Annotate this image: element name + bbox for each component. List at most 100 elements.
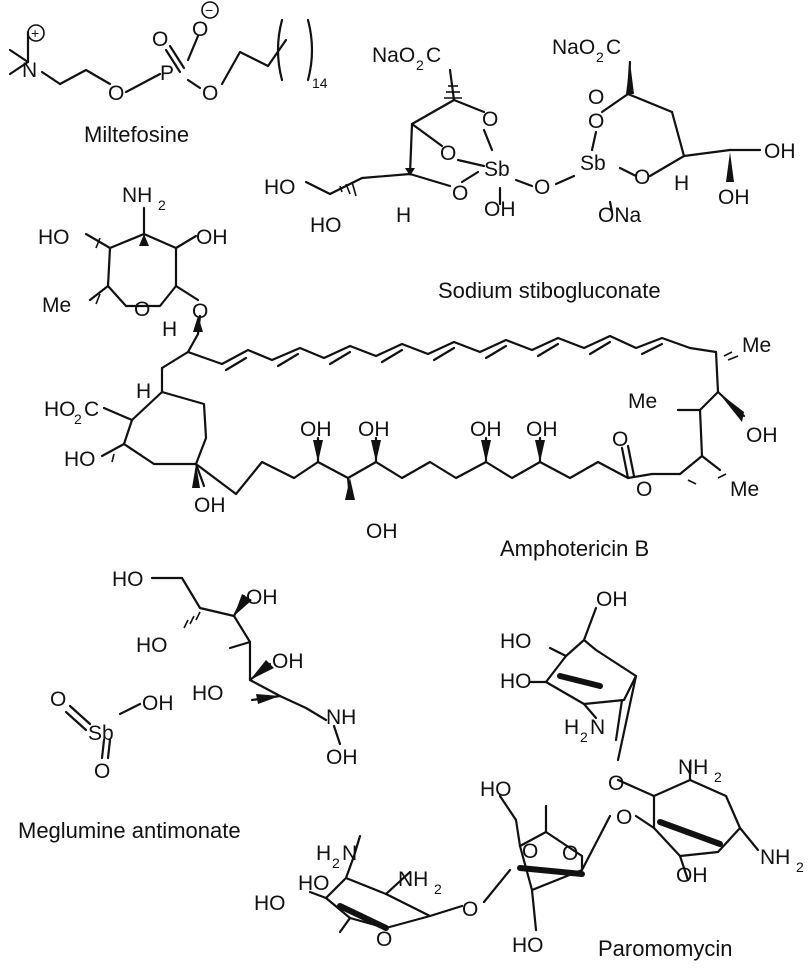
atom-O: O (440, 142, 456, 165)
compound-name-meglumine-antimonate: Meglumine antimonate (18, 818, 241, 843)
atom-HO: HO (500, 670, 532, 693)
stereo-wedge (726, 152, 734, 182)
atom-OH: OH (746, 424, 778, 447)
stereo-wedge (371, 440, 381, 462)
atom-Me: Me (730, 478, 759, 501)
miltefosine-structure: + − N O P O O O 14 Miltefosine (8, 1, 328, 147)
atom-HO: HO (480, 778, 512, 801)
stereo-wedge (250, 660, 274, 680)
atom-O: O (202, 82, 218, 105)
atom-Me: Me (628, 390, 657, 413)
atom-C: C (84, 398, 99, 421)
atom-HO: HO (310, 214, 342, 237)
atom-O: O (534, 176, 550, 199)
atom-H: H (564, 716, 579, 739)
compound-name-sodium-stibogluconate: Sodium stibogluconate (438, 278, 661, 303)
atom-NH: NH (326, 706, 356, 729)
atom-O: O (152, 28, 168, 51)
atom-C: C (606, 36, 621, 59)
atom-O: O (482, 108, 498, 131)
atom-O: O (50, 688, 66, 711)
atom-OH: OH (484, 198, 516, 221)
atom-HO: HO (512, 934, 544, 957)
atom-HO: HO (44, 398, 76, 421)
atom-O: O (192, 18, 208, 41)
atom-OH: OH (764, 140, 796, 163)
atom-Sb: Sb (484, 158, 510, 181)
atom-HO: HO (112, 568, 144, 591)
atom-OH: OH (272, 650, 304, 673)
compound-name-paromomycin: Paromomycin (598, 936, 732, 961)
atom-HO: HO (192, 682, 224, 705)
sodium-stibogluconate-structure: NaO 2 C NaO 2 C O O O Sb O Sb O OH ONa O… (264, 36, 796, 303)
atom-HO: HO (64, 448, 96, 471)
atom-O: O (522, 840, 538, 863)
atom-C: C (426, 44, 441, 67)
atom-H: H (316, 842, 331, 865)
atom-subscript: 2 (158, 197, 166, 213)
atom-OH: OH (470, 418, 502, 441)
paromomycin-structure: OH HO HO H 2 N O NH 2 HO O O NH 2 OH H 2… (254, 588, 804, 961)
atom-Me: Me (42, 294, 71, 317)
atom-HO: HO (38, 226, 70, 249)
atom-O: O (636, 478, 652, 501)
atom-H: H (136, 380, 151, 403)
atom-OH: OH (526, 418, 558, 441)
atom-O: O (134, 298, 150, 321)
stereo-wedge (481, 440, 491, 462)
atom-N: N (590, 716, 605, 739)
atom-Sb: Sb (88, 722, 114, 745)
stereo-wedge (313, 440, 323, 462)
atom-O: O (94, 760, 110, 783)
atom-OH: OH (246, 586, 278, 609)
atom-NH: NH (760, 846, 790, 869)
meglumine-antimonate-structure: HO OH HO OH HO NH OH O Sb OH O Meglumine… (18, 568, 358, 843)
atom-OH: OH (366, 520, 398, 543)
atom-HO: HO (264, 176, 296, 199)
atom-O: O (616, 806, 632, 829)
amphotericin-b-structure: NH 2 HO OH Me O H O H HO 2 C HO OH OH OH… (38, 184, 778, 561)
stereo-wedge (535, 440, 545, 462)
atom-O: O (462, 898, 478, 921)
atom-OH: OH (300, 418, 332, 441)
repeat-count: 14 (312, 75, 328, 91)
atom-Sb: Sb (580, 152, 606, 175)
atom-OH: OH (142, 692, 174, 715)
atom-OH: OH (676, 864, 708, 887)
atom-ONa: ONa (598, 204, 642, 227)
atom-NaO: NaO (552, 36, 595, 59)
atom-subscript: 2 (714, 769, 722, 785)
atom-N: N (22, 59, 37, 82)
minus-charge (201, 1, 219, 19)
compound-name-amphotericin-b: Amphotericin B (500, 536, 649, 561)
atom-HO: HO (298, 872, 330, 895)
atom-HO: HO (500, 630, 532, 653)
compound-name-miltefosine: Miltefosine (84, 122, 189, 147)
atom-O: O (562, 842, 578, 865)
atom-H: H (674, 172, 689, 195)
stereo-wedge (234, 594, 252, 616)
plus-charge (27, 24, 45, 42)
stereo-wedge (345, 478, 355, 500)
atom-O: O (612, 428, 628, 451)
atom-O: O (588, 110, 604, 133)
stereo-wedge (256, 694, 280, 704)
stereo-wedge (626, 62, 634, 94)
atom-O: O (108, 82, 124, 105)
stereo-wedge (718, 392, 744, 422)
atom-O: O (634, 166, 650, 189)
atom-OH: OH (358, 418, 390, 441)
atom-subscript: 2 (332, 855, 340, 871)
atom-HO: HO (254, 892, 286, 915)
plus-sign: + (31, 25, 39, 41)
stereo-wedge (193, 316, 203, 332)
atom-H: H (162, 318, 177, 341)
stereo-wedge (192, 464, 200, 488)
atom-Me: Me (742, 334, 771, 357)
stereo-wedge (405, 168, 415, 176)
atom-NH: NH (678, 756, 708, 779)
atom-NH: NH (398, 868, 428, 891)
atom-subscript: 2 (416, 57, 424, 73)
atom-OH: OH (194, 494, 226, 517)
